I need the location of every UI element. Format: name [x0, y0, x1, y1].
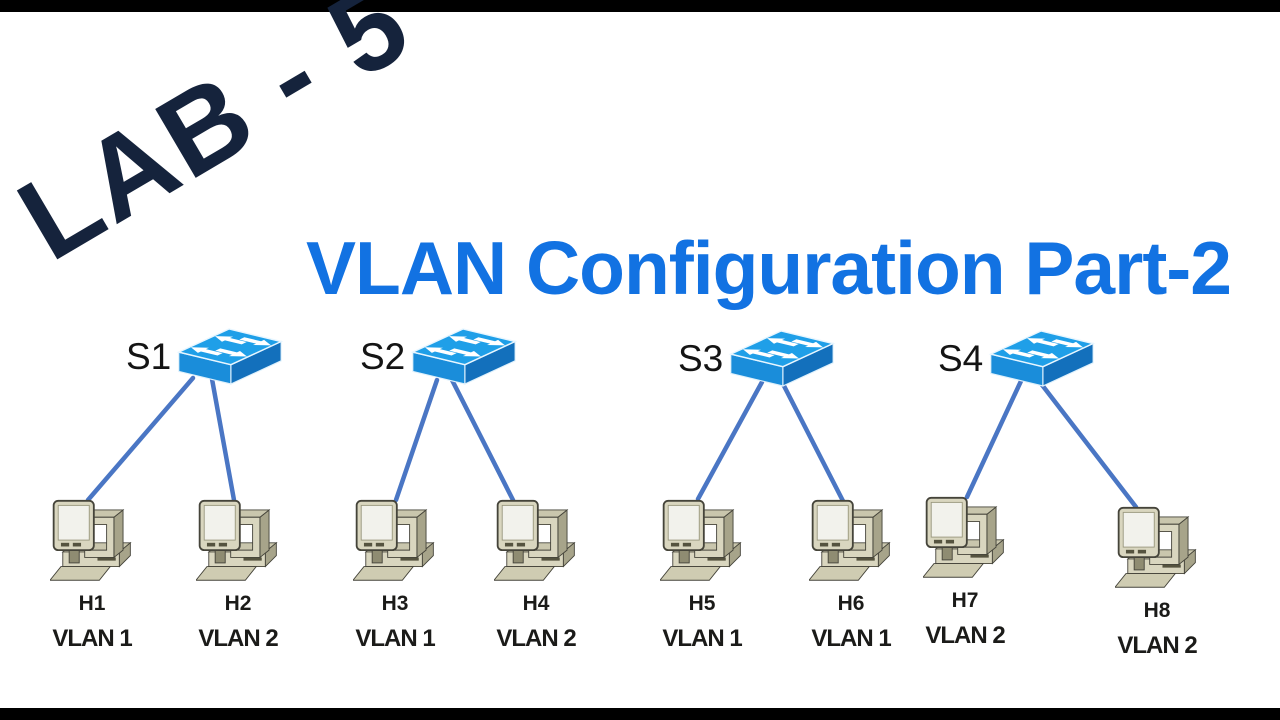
host-node-h6: H6 VLAN 1	[789, 495, 913, 651]
letterbox-bottom-bar	[0, 708, 1280, 720]
host-name-label: H2	[224, 592, 252, 615]
link-s1-h1	[85, 375, 196, 503]
link-s2-h4	[449, 377, 516, 503]
link-s2-h3	[393, 377, 440, 503]
letterbox-top-bar	[0, 0, 1280, 12]
host-name-label: H1	[78, 592, 106, 615]
switch-node-s3: S3	[678, 327, 837, 389]
host-node-h5: H5 VLAN 1	[640, 495, 764, 651]
pc-icon	[1115, 502, 1199, 594]
host-node-h2: H2 VLAN 2	[176, 495, 300, 651]
host-vlan-label: VLAN 1	[52, 625, 132, 652]
host-vlan-label: VLAN 2	[496, 625, 576, 652]
host-name-label: H4	[522, 592, 550, 615]
switch-label: S2	[360, 335, 406, 377]
host-node-h1: H1 VLAN 1	[30, 495, 154, 651]
pc-icon	[923, 492, 1007, 584]
host-name-label: H8	[1143, 599, 1171, 622]
host-name-label: H5	[688, 592, 716, 615]
host-vlan-label: VLAN 2	[925, 622, 1005, 649]
host-name-label: H6	[837, 592, 865, 615]
host-vlan-label: VLAN 1	[355, 625, 435, 652]
link-s3-h6	[779, 379, 846, 504]
host-vlan-label: VLAN 1	[811, 625, 891, 652]
host-node-h3: H3 VLAN 1	[333, 495, 457, 651]
switch-label: S4	[938, 337, 984, 379]
host-name-label: H3	[381, 592, 409, 615]
pc-icon	[353, 495, 437, 587]
host-node-h7: H7 VLAN 2	[903, 492, 1027, 648]
pc-icon	[50, 495, 134, 587]
switch-icon	[985, 327, 1097, 389]
switch-label: S1	[126, 335, 172, 377]
switch-icon	[173, 325, 285, 387]
host-vlan-label: VLAN 2	[198, 625, 278, 652]
switch-icon	[407, 325, 519, 387]
link-s4-h8	[1036, 378, 1139, 510]
host-vlan-label: VLAN 2	[1117, 632, 1197, 659]
switch-node-s2: S2	[360, 325, 519, 387]
link-s1-h2	[209, 376, 237, 503]
pc-icon	[494, 495, 578, 587]
video-title: VLAN Configuration Part-2	[306, 226, 1232, 310]
host-name-label: H7	[951, 589, 979, 612]
link-s3-h5	[695, 379, 765, 502]
switch-icon	[725, 327, 837, 389]
switch-node-s1: S1	[126, 325, 285, 387]
pc-icon	[809, 495, 893, 587]
switch-label: S3	[678, 337, 724, 379]
host-node-h8: H8 VLAN 2	[1095, 502, 1219, 658]
link-s4-h7	[964, 378, 1024, 500]
switch-node-s4: S4	[938, 327, 1097, 389]
host-vlan-label: VLAN 1	[662, 625, 742, 652]
pc-icon	[196, 495, 280, 587]
host-node-h4: H4 VLAN 2	[474, 495, 598, 651]
pc-icon	[660, 495, 744, 587]
